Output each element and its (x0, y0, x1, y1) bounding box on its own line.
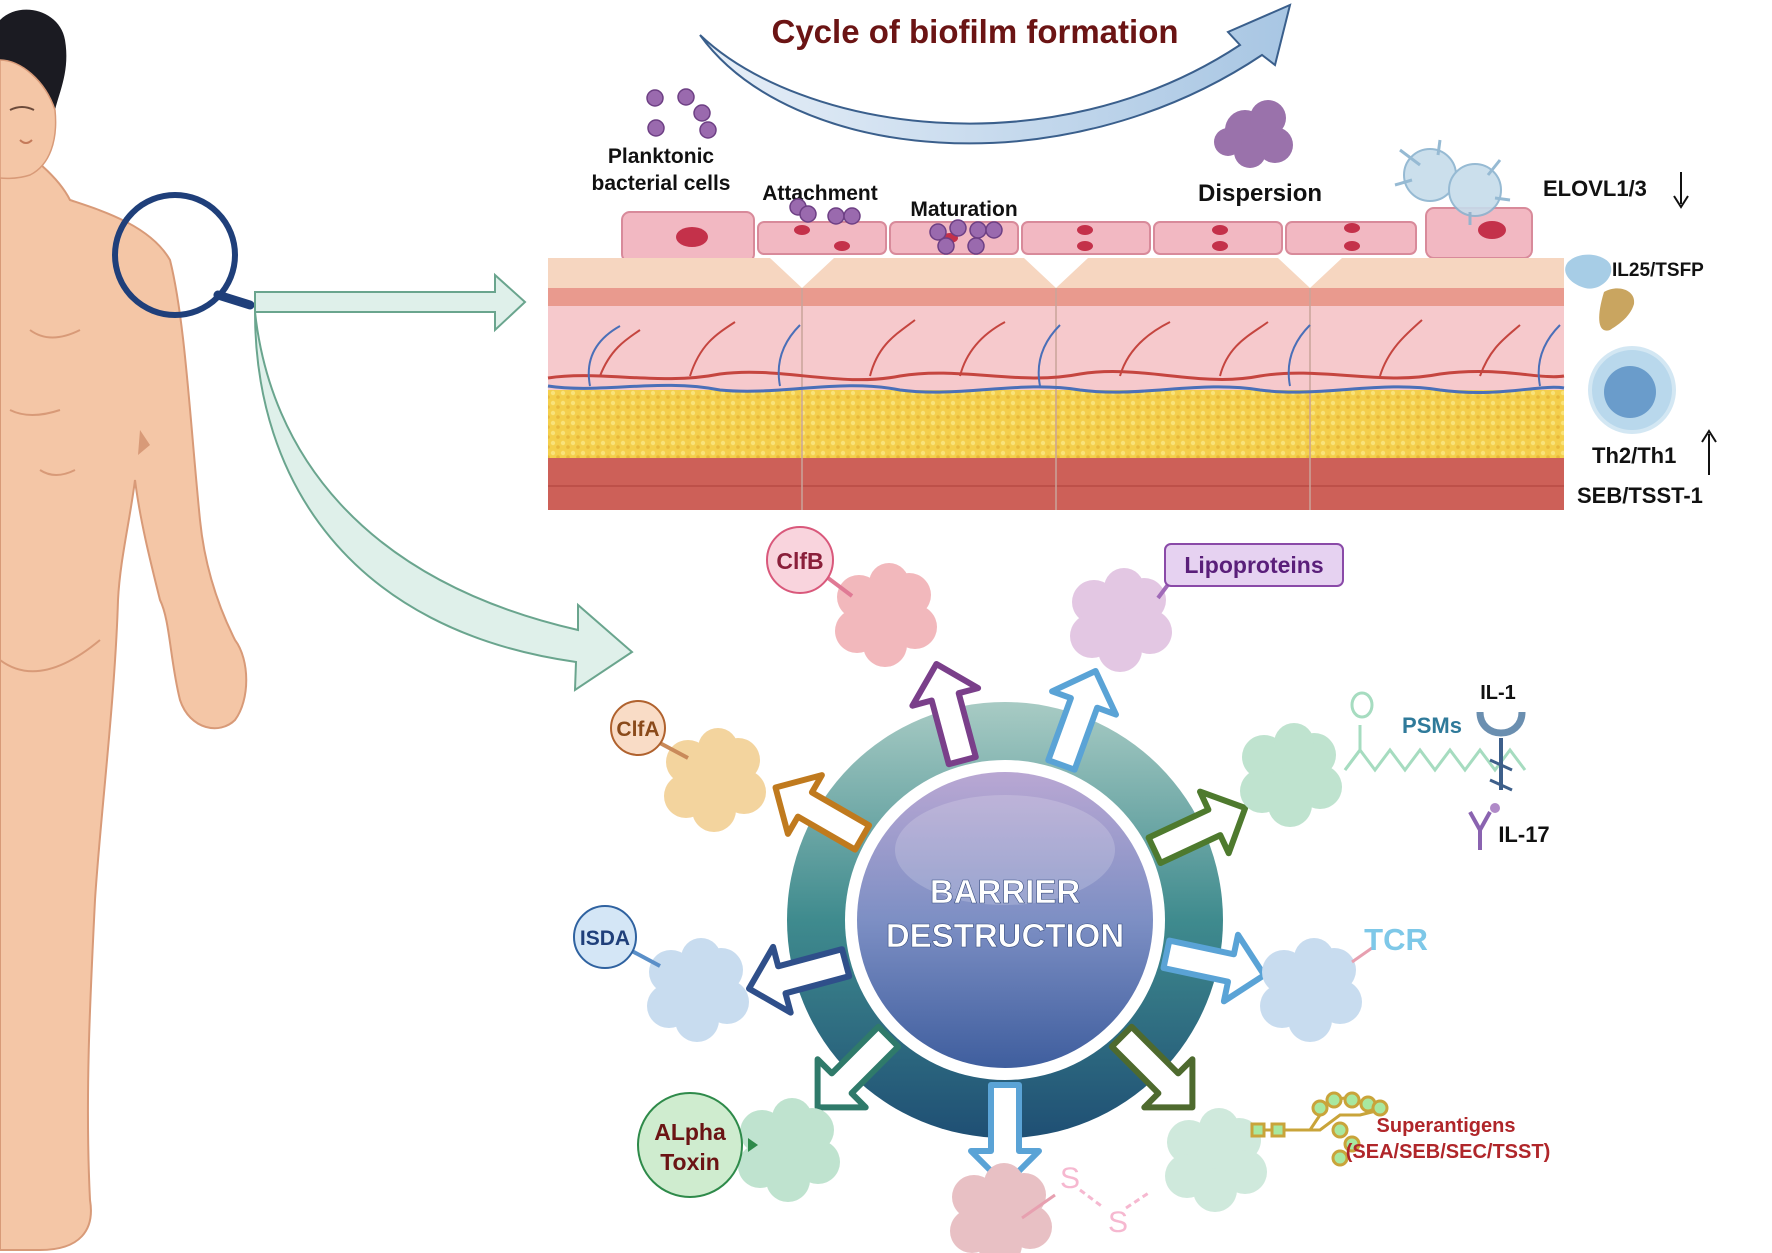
magnifier-icon (112, 192, 255, 318)
label-lipoproteins: Lipoproteins (1184, 552, 1323, 578)
body-silhouette (0, 138, 248, 1251)
radial-arrows (746, 661, 1268, 1188)
up-arrow-icon (1701, 429, 1717, 475)
stage-maturation: Maturation (910, 198, 1017, 221)
bacteria-blob-4 (1240, 723, 1342, 827)
clfa-badge (610, 700, 666, 756)
center-line2: DESTRUCTION (886, 917, 1124, 954)
bacteria-blob-3 (664, 728, 766, 832)
face (0, 59, 57, 180)
label-superantigens-line1: Superantigens (1377, 1115, 1516, 1137)
il1-receptor-icon (1476, 711, 1526, 792)
label-clfa: ClfA (616, 718, 659, 741)
bacteria-blob-2 (1070, 568, 1172, 672)
clfb-badge (766, 526, 834, 594)
center-line1: BARRIER (930, 873, 1081, 910)
radial-arrow-1 (909, 661, 982, 768)
epidermal-cell-layer (621, 207, 1533, 263)
label-il1: IL-1 (1480, 682, 1516, 704)
label-seb: SEB/TSST-1 (1577, 483, 1703, 508)
disulfide-bond-icon: S S (1060, 1162, 1128, 1239)
psm-chain-icon (1343, 691, 1527, 773)
stage-planktonic-line1: Planktonic (608, 145, 715, 168)
radial-arrow-8 (968, 1082, 1042, 1188)
label-superantigens-line2: (SEA/SEB/SEC/TSST) (1346, 1141, 1550, 1163)
maturing-bacteria-icon (929, 219, 1003, 255)
bacteria-blob-1 (835, 563, 937, 667)
down-arrow-icon (1673, 172, 1689, 209)
radial-arrow-2 (1045, 668, 1119, 773)
svg-text:S: S (1108, 1206, 1128, 1239)
dispersion-cluster-icon (1214, 100, 1293, 168)
cycle-title: Cycle of biofilm formation (771, 13, 1178, 50)
label-psms: PSMs (1402, 713, 1462, 738)
isda-badge (573, 905, 637, 969)
connector-arrow-to-skin (254, 272, 527, 333)
tcr-stem (1351, 946, 1373, 964)
skin-cross-section (547, 258, 1565, 510)
stage-dispersion: Dispersion (1198, 180, 1322, 207)
svg-text:S: S (1060, 1162, 1080, 1195)
connector-arrow-to-barrier (254, 311, 634, 692)
t-cell-icon (1588, 346, 1676, 434)
radial-arrow-9 (1108, 1023, 1196, 1111)
cycle-arc-arrow (699, 3, 1292, 145)
radial-arrow-5 (746, 943, 853, 1016)
label-il17: IL-17 (1498, 822, 1549, 847)
planktonic-bacteria-icon (646, 88, 717, 139)
label-elovl: ELOVL1/3 (1543, 176, 1647, 201)
label-alpha-line1: ALpha (654, 1119, 726, 1145)
hair (0, 9, 67, 110)
radial-arrow-6 (1160, 931, 1268, 1005)
label-th2th1: Th2/Th1 (1592, 443, 1676, 468)
label-alpha-line2: Toxin (660, 1149, 720, 1175)
label-isda: ISDA (580, 927, 630, 950)
bacteria-blob-9 (950, 1163, 1052, 1253)
superantigen-chain-icon (1250, 1091, 1389, 1167)
stage-planktonic-line2: bacterial cells (592, 172, 731, 195)
radial-arrow-7 (814, 1023, 902, 1111)
lipoproteins-badge (1164, 543, 1344, 587)
human-figure (0, 9, 248, 1251)
radial-arrow-4 (772, 772, 873, 853)
cytokine-blob-icon (1565, 254, 1635, 331)
barrier-hub (787, 702, 1223, 1138)
stage-attachment: Attachment (762, 182, 878, 205)
il17-receptor-icon (1468, 803, 1500, 850)
bacteria-blob-7 (738, 1098, 840, 1202)
bacteria-blob-5 (647, 938, 749, 1042)
bacteria-blob-8 (1165, 1108, 1267, 1212)
bacteria-blob-6 (1260, 938, 1362, 1042)
dendritic-cell-icon (1394, 139, 1511, 225)
label-clfb: ClfB (776, 548, 823, 574)
label-tcr: TCR (1364, 922, 1428, 957)
radial-arrow-3 (1145, 788, 1249, 866)
alpha-toxin-badge (637, 1092, 743, 1198)
attached-bacteria-icon (789, 198, 861, 225)
label-il25: IL25/TSFP (1612, 260, 1704, 281)
